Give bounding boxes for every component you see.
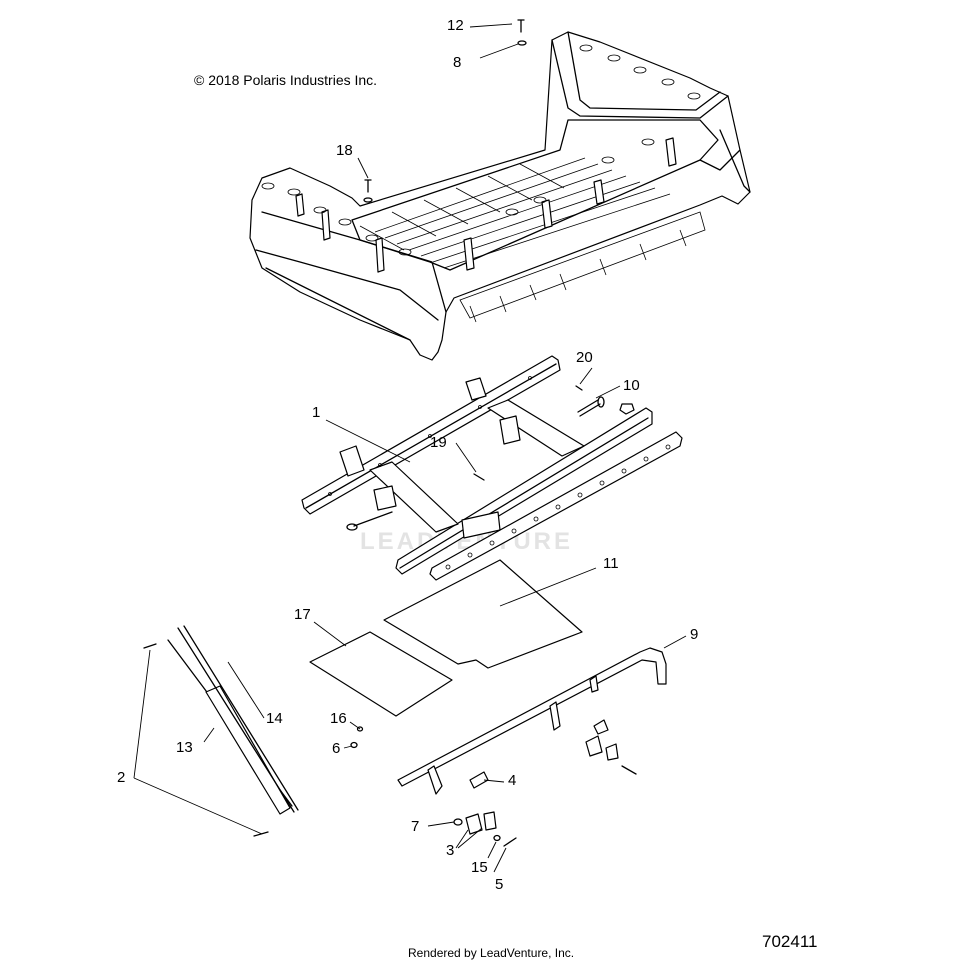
callout-10: 10 [623, 377, 640, 394]
bumper-3 [465, 811, 497, 835]
pin-10 [577, 396, 605, 417]
nut-7 [453, 818, 463, 826]
washer-15 [493, 834, 501, 842]
support-bar-9 [397, 647, 667, 795]
pin-2-top [143, 643, 157, 649]
leader-lines [133, 23, 687, 873]
callout-20: 20 [576, 349, 593, 366]
washer-8 [517, 40, 527, 46]
screw-20 [575, 385, 583, 391]
callout-2: 2 [117, 769, 126, 786]
panel-17 [309, 631, 453, 717]
rivet-19 [473, 473, 485, 481]
callout-7: 7 [411, 818, 420, 835]
callout-5: 5 [495, 876, 504, 893]
copyright-notice: © 2018 Polaris Industries Inc. [194, 72, 378, 88]
callout-18: 18 [336, 142, 353, 159]
clip-16 [356, 726, 364, 732]
screw-12 [517, 19, 525, 33]
callout-9: 9 [690, 626, 699, 643]
gas-strut-13 [167, 639, 293, 815]
callout-13: 13 [176, 739, 193, 756]
nut-6 [350, 741, 358, 749]
strap-14 [177, 625, 299, 813]
callout-14: 14 [266, 710, 283, 727]
cap-nut [619, 403, 635, 415]
render-credit: Rendered by LeadVenture, Inc. [408, 946, 575, 960]
callout-1: 1 [312, 404, 321, 421]
figure-number: 702411 [762, 932, 818, 951]
bolt-5 [503, 837, 517, 847]
callout-19: 19 [430, 434, 447, 451]
callout-12: 12 [447, 17, 464, 34]
callout-4: 4 [508, 772, 517, 789]
cargo-box [249, 31, 751, 361]
callout-8: 8 [453, 54, 462, 71]
callout-3: 3 [446, 842, 455, 859]
callout-17: 17 [294, 606, 311, 623]
callout-11: 11 [603, 555, 619, 572]
callout-6: 6 [332, 740, 341, 757]
right-hardware [585, 719, 637, 775]
frame-holes [328, 376, 671, 570]
screw-18 [363, 179, 373, 203]
panel-11 [383, 559, 583, 669]
callout-15: 15 [471, 859, 488, 876]
callout-16: 16 [330, 710, 347, 727]
